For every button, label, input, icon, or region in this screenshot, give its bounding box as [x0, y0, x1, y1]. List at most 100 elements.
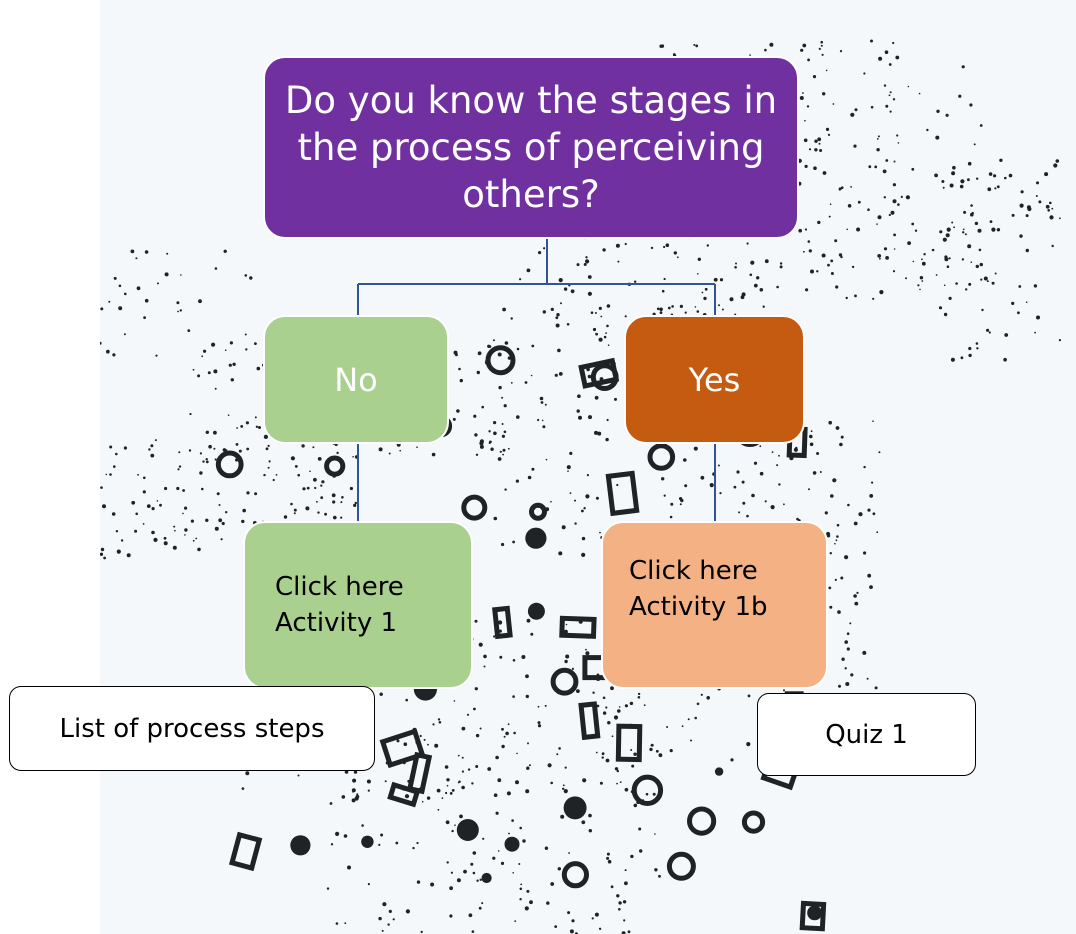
stipple-dot [124, 292, 127, 296]
stipple-dot [808, 148, 812, 151]
stipple-dot [618, 901, 622, 905]
stipple-dot [244, 274, 248, 277]
stipple-dot [221, 521, 225, 526]
stipple-dot [834, 239, 838, 243]
activity-1b-link[interactable]: Click here Activity 1b [601, 521, 828, 689]
quiz-1-box[interactable]: Quiz 1 [757, 693, 976, 776]
stipple-dot [143, 316, 146, 319]
stipple-dot [501, 396, 504, 399]
stipple-dot [150, 453, 155, 458]
stipple-dot [340, 501, 343, 504]
stipple-dot [853, 144, 857, 148]
stipple-dot [495, 755, 499, 760]
stipple-dot [453, 350, 458, 355]
stipple-dot [595, 496, 599, 500]
stipple-dot [825, 69, 828, 72]
stipple-dot [595, 751, 598, 754]
stipple-dot [853, 521, 858, 526]
stipple-dot [749, 273, 753, 277]
stipple-dot [530, 632, 534, 636]
stipple-dot [472, 851, 477, 855]
stipple-dot [516, 415, 520, 419]
stipple-dot [816, 270, 819, 273]
stipple-dot [603, 335, 607, 339]
activity-1-line-1: Click here [275, 572, 404, 602]
stipple-dot [830, 272, 834, 275]
stipple-dot [697, 257, 701, 261]
stipple-dot [814, 139, 818, 143]
stipple-dot [479, 727, 482, 730]
stipple-dot [314, 486, 317, 490]
stipple-dot [437, 718, 441, 721]
stipple-dot [224, 349, 227, 352]
quiz-1-label: Quiz 1 [825, 719, 908, 750]
stipple-dot [576, 409, 580, 413]
stipple-dot [118, 306, 123, 311]
stipple-dot [547, 763, 552, 768]
stipple-dot [588, 829, 592, 833]
stipple-dot [844, 667, 847, 670]
stipple-dot [578, 415, 582, 420]
stipple-dot [961, 258, 965, 261]
stipple-dot [388, 909, 392, 914]
stipple-dot [870, 39, 873, 43]
stipple-dot [537, 724, 542, 728]
stipple-dot [808, 249, 812, 253]
stipple-dot [492, 856, 496, 860]
stipple-dot [996, 228, 1001, 232]
answer-no-node[interactable]: No [263, 315, 449, 444]
stipple-dot [595, 332, 598, 336]
stipple-dot [445, 791, 448, 795]
stipple-dot [893, 248, 896, 250]
stipple-dot [878, 451, 881, 454]
stipple-dot [840, 576, 844, 580]
stipple-dot [420, 930, 423, 934]
stipple-dot [177, 310, 179, 313]
stipple-dot [526, 268, 531, 273]
stipple-dot [892, 98, 896, 101]
stipple-dot [213, 369, 218, 374]
stipple-dot [1018, 285, 1022, 288]
stipple-dot [379, 692, 383, 696]
solid-blob [807, 905, 822, 921]
stipple-dot [493, 431, 497, 436]
process-steps-list-box[interactable]: List of process steps [9, 686, 375, 771]
stipple-dot [449, 792, 453, 795]
stipple-dot [563, 287, 568, 291]
stipple-dot [521, 655, 526, 659]
stipple-dot [355, 794, 360, 799]
activity-1-link[interactable]: Click here Activity 1 [243, 521, 473, 689]
stipple-dot [650, 744, 653, 747]
stipple-dot [885, 159, 889, 162]
stipple-dot [511, 819, 514, 822]
stipple-dot [283, 515, 288, 519]
stipple-dot [892, 41, 895, 45]
stipple-dot [701, 291, 704, 294]
stipple-dot [850, 112, 855, 117]
answer-yes-node[interactable]: Yes [624, 315, 805, 444]
stipple-dot [218, 518, 223, 523]
stipple-dot [631, 764, 635, 768]
stipple-dot [382, 902, 387, 907]
stipple-dot [1051, 207, 1054, 210]
stipple-dot [427, 743, 429, 746]
stipple-dot [519, 826, 522, 830]
stipple-dot [938, 306, 943, 310]
stipple-dot [473, 414, 477, 418]
stipple-dot [742, 501, 746, 505]
stipple-dot [658, 874, 661, 878]
outlined-circle [529, 502, 547, 521]
stipple-dot [819, 149, 823, 152]
stipple-dot [594, 430, 598, 435]
stipple-dot [526, 889, 530, 893]
stipple-dot [353, 770, 358, 774]
stipple-dot [197, 374, 201, 378]
question-line-2: the process of perceiving [297, 126, 765, 169]
stipple-dot [309, 470, 311, 473]
stipple-dot [585, 256, 588, 259]
stipple-dot [335, 922, 339, 925]
stipple-dot [837, 610, 841, 614]
stipple-dot [164, 486, 168, 491]
stipple-dot [696, 702, 700, 706]
